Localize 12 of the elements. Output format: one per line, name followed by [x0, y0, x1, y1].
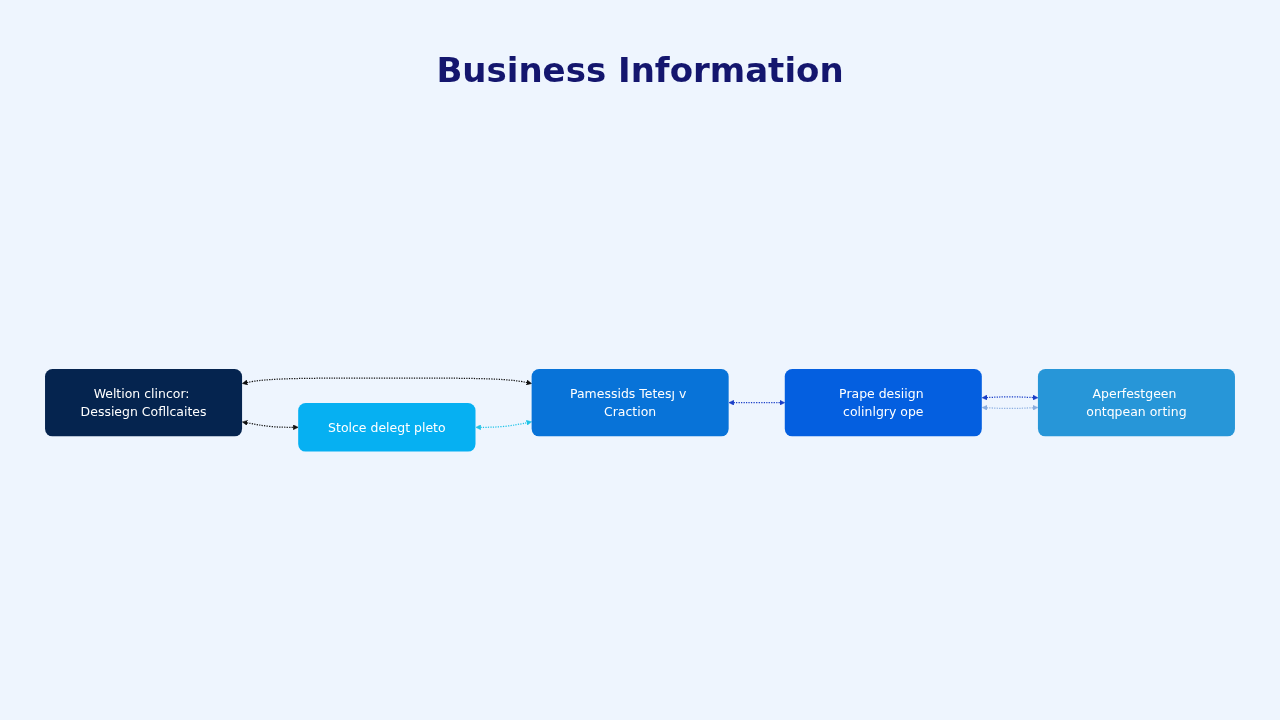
node-box: Prape desiign colinlgry ope: [784, 368, 982, 437]
diagram-title: Business Information: [435, 50, 845, 90]
arrow: [981, 404, 1039, 411]
arrow: [242, 419, 299, 430]
arrow: [728, 399, 786, 406]
node-box: Stolce delegt pleto: [298, 402, 476, 452]
node-box: Aperfestgeen ontqpean orting: [1037, 368, 1235, 437]
arrow: [242, 377, 532, 385]
arrow: [981, 394, 1039, 400]
node-box: Pamessids Tetesȷ v Craction: [531, 368, 729, 437]
arrow: [475, 419, 532, 430]
node-box: Weltion clincor: Dessiegn Cofllcaites: [45, 368, 243, 437]
